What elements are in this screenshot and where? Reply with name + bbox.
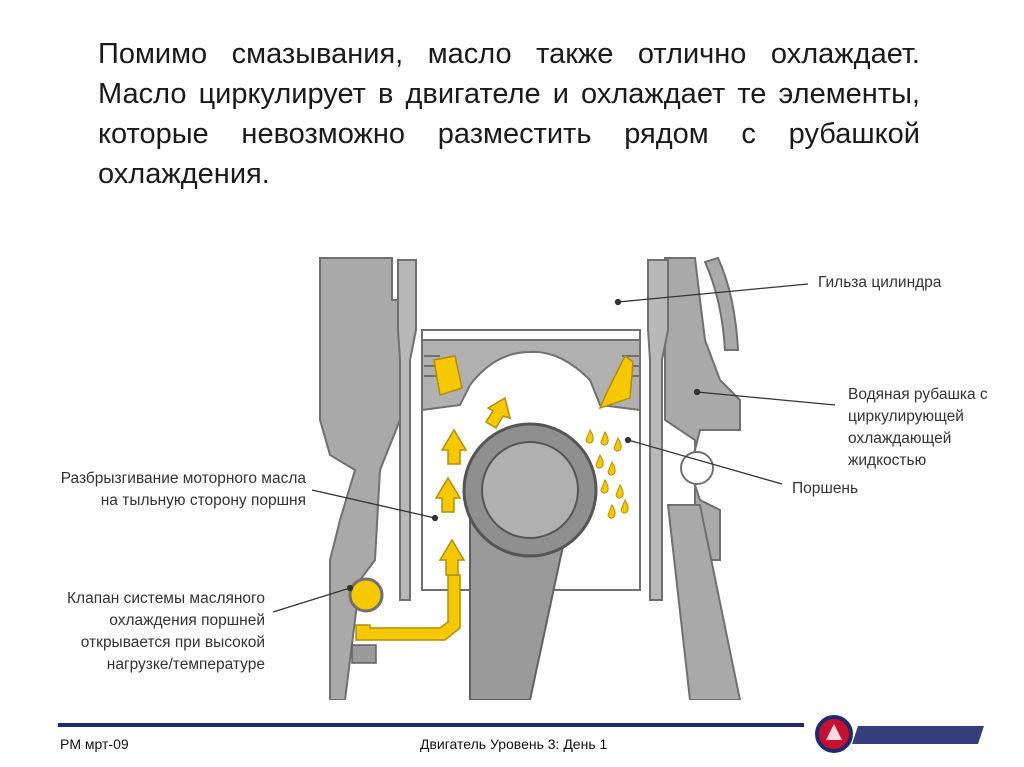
oil-drop [600, 430, 609, 446]
oil-drop [600, 478, 609, 494]
oil-valve [348, 577, 384, 613]
engine-block-right [664, 257, 741, 561]
footer-center-label: Двигатель Уровень 3: День 1 [420, 736, 608, 752]
callout-piston: Поршень [792, 480, 859, 497]
oil-drop [607, 460, 616, 476]
callout-cylinder-liner: Гильза цилиндра [818, 274, 942, 291]
griffin-emblem-icon [815, 715, 853, 753]
cylinder-liner-left [397, 259, 417, 601]
oil-arrow-1 [438, 538, 466, 576]
oil-droplets [585, 428, 629, 519]
oil-arrow-2 [434, 476, 462, 513]
leader-lines [272, 283, 836, 613]
brand-logo [815, 715, 984, 753]
engine-block-left [319, 257, 401, 700]
valve-bolt [351, 644, 377, 664]
oil-arrow-3 [440, 428, 468, 465]
callout-oil-spray: Разбрызгивание моторного масла на тыльну… [60, 470, 306, 509]
callout-oil-valve: Клапан системы масляного охлаждения порш… [67, 590, 265, 673]
callout-water-jacket: Водяная рубашка с циркулирующей охлаждаю… [848, 386, 988, 469]
oil-drop [620, 498, 629, 514]
oil-drop [615, 483, 624, 499]
footer-left-label: PM мрт-09 [60, 736, 129, 752]
footer-divider [58, 723, 804, 727]
crank-element [666, 504, 742, 700]
slide-body-text: Помимо смазывания, масло также отлично о… [98, 38, 920, 190]
cylinder-head-curve [703, 256, 740, 351]
logo-wordmark-shape [852, 726, 984, 744]
oil-drop [613, 436, 622, 452]
piston-pin [481, 441, 579, 539]
oil-drop [607, 503, 616, 519]
oil-arrow-4 [484, 396, 512, 430]
oil-drop [585, 428, 594, 444]
engine-cooling-diagram [272, 256, 836, 700]
piston-crown [421, 339, 641, 412]
oil-drop [595, 453, 604, 469]
oil-spray-arrows [434, 396, 512, 576]
oil-gallery-right [598, 354, 634, 410]
oil-gallery-left [433, 355, 463, 396]
water-passage [680, 451, 714, 485]
cylinder-liner-right [647, 259, 669, 601]
